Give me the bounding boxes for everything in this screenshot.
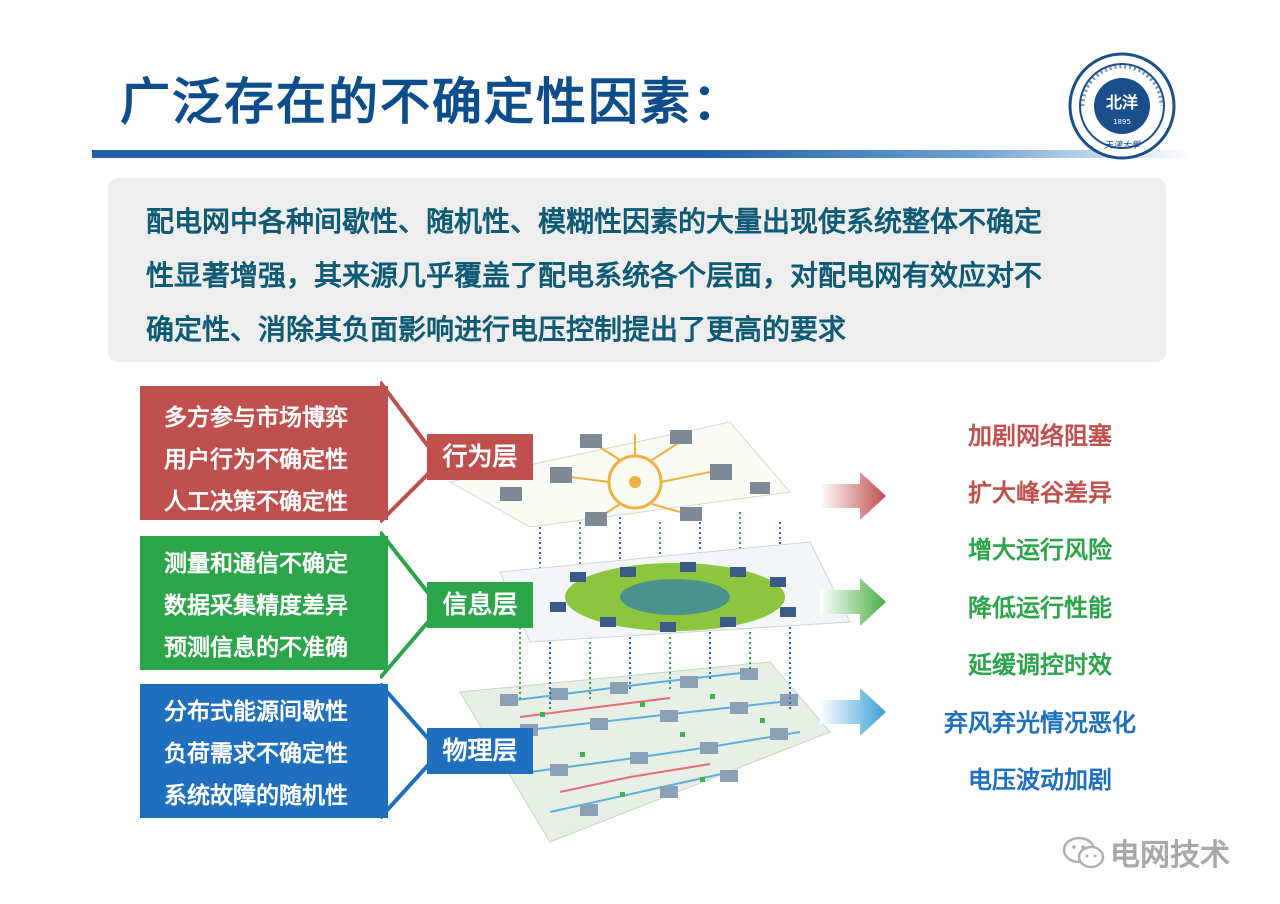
watermark-text: 电网技术 — [1110, 838, 1230, 873]
behavior-layer-plate — [448, 421, 791, 528]
intro-line: 确定性、消除其负面影响进行电压控制提出了更高的要求 — [146, 313, 847, 346]
cause-item: 测量和通信不确定 — [164, 551, 348, 577]
effect-item: 扩大峰谷差异 — [968, 479, 1112, 507]
behavior-causes-box: 多方参与市场博弈 用户行为不确定性 人工决策不确定性 — [140, 386, 388, 520]
effect-item: 增大运行风险 — [968, 536, 1112, 564]
behavior-layer-label: 行为层 — [427, 434, 533, 480]
cause-item: 负荷需求不确定性 — [164, 741, 348, 767]
svg-text:1895: 1895 — [1113, 118, 1131, 126]
cause-item: 用户行为不确定性 — [164, 447, 348, 473]
intro-line: 配电网中各种间歇性、随机性、模糊性因素的大量出现使系统整体不确定 — [146, 205, 1043, 238]
page-title: 广泛存在的不确定性因素： — [120, 73, 744, 131]
effect-item: 弃风弃光情况恶化 — [944, 709, 1136, 737]
effect-item: 加剧网络阻塞 — [968, 422, 1112, 450]
physical-causes-box: 分布式能源间歇性 负荷需求不确定性 系统故障的随机性 — [140, 684, 388, 818]
svg-text:北洋: 北洋 — [1106, 93, 1138, 112]
cause-item: 多方参与市场博弈 — [164, 405, 348, 431]
intro-line: 性显著增强，其来源几乎覆盖了配电系统各个层面，对配电网有效应对不 — [146, 259, 1043, 292]
cause-item: 数据采集精度差异 — [164, 593, 348, 619]
physical-output-arrow — [820, 688, 886, 736]
intro-box: 配电网中各种间歇性、随机性、模糊性因素的大量出现使系统整体不确定 性显著增强，其… — [108, 178, 1166, 362]
information-layer-label: 信息层 — [427, 582, 533, 628]
information-causes-box: 测量和通信不确定 数据采集精度差异 预测信息的不准确 — [140, 536, 388, 670]
cause-item: 系统故障的随机性 — [164, 783, 348, 809]
cause-item: 人工决策不确定性 — [164, 489, 348, 515]
wechat-icon — [1062, 836, 1105, 869]
information-output-arrow — [820, 578, 886, 626]
cause-item: 预测信息的不准确 — [164, 635, 348, 661]
information-layer-plate — [499, 541, 851, 643]
effect-item: 降低运行性能 — [968, 594, 1112, 622]
physical-layer-plate — [459, 661, 831, 843]
effect-item: 延缓调控时效 — [968, 651, 1112, 679]
title-underline — [92, 150, 1192, 158]
effect-item: 电压波动加剧 — [968, 766, 1112, 794]
svg-text:天津大學: 天津大學 — [1104, 140, 1141, 151]
layer-illustration — [380, 380, 886, 843]
behavior-output-arrow — [820, 472, 886, 520]
university-logo: 北洋 1895 天津大學 — [1068, 52, 1176, 160]
cause-item: 分布式能源间歇性 — [164, 699, 348, 725]
physical-layer-label: 物理层 — [427, 728, 533, 774]
